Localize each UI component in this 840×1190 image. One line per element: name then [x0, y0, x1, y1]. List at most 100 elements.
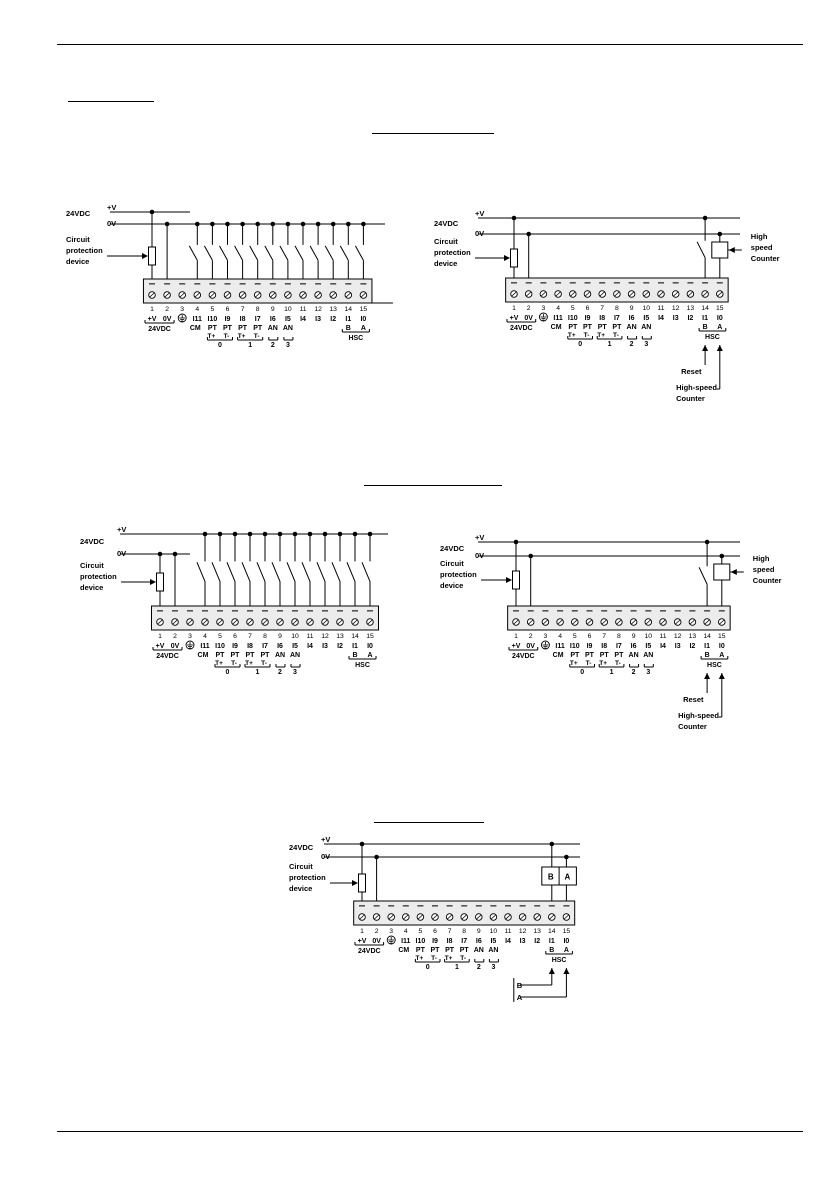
- terminal-label: I6: [476, 938, 482, 945]
- terminal-label: I10: [416, 938, 426, 945]
- supply-label: 24VDC: [512, 653, 535, 660]
- terminal-screw-slot: [555, 291, 561, 297]
- terminal-slot: [209, 283, 216, 285]
- terminal-label: I1: [352, 643, 358, 650]
- pt-label: PT: [246, 652, 256, 659]
- terminal-screw-slot: [240, 292, 246, 298]
- group-number: 0: [426, 964, 430, 971]
- terminal-slot: [571, 610, 578, 612]
- terminal-number: 14: [701, 305, 709, 312]
- pt-label: AN: [290, 652, 300, 659]
- arrow-head: [718, 673, 725, 679]
- terminal-screw-slot: [403, 914, 409, 920]
- terminal-screw-slot: [345, 292, 351, 298]
- group-number: 1: [608, 341, 612, 348]
- terminal-screw-slot: [322, 619, 328, 625]
- pt-label: AN: [627, 324, 637, 331]
- pt-label: PT: [583, 324, 593, 331]
- group-number: 2: [632, 669, 636, 676]
- terminal-label: I0: [719, 643, 725, 650]
- reset-note: Reset: [681, 367, 702, 376]
- zero-v-label: 0V: [475, 551, 484, 560]
- pt-label: AN: [268, 325, 278, 332]
- caption-underline-1: [372, 133, 494, 134]
- terminal-slot: [307, 610, 313, 612]
- pt-label: PT: [231, 652, 241, 659]
- terminal-screw-slot: [157, 619, 163, 625]
- terminal-screw-slot: [601, 619, 607, 625]
- terminal-screw-slot: [447, 914, 453, 920]
- terminal-slot: [490, 905, 497, 907]
- encoder-a-note: A: [517, 993, 523, 1002]
- terminal-number: 2: [375, 928, 379, 935]
- terminal-screw-slot: [631, 619, 637, 625]
- speed-note: speed: [753, 565, 775, 574]
- hsc-a-label: A: [367, 652, 372, 659]
- terminal-slot: [555, 282, 562, 284]
- terminal-label: I10: [208, 316, 218, 323]
- terminal-number: 3: [542, 305, 546, 312]
- terminal-number: 3: [544, 633, 548, 640]
- device-note: device: [289, 884, 312, 893]
- input-switch: [331, 562, 341, 582]
- terminal-screw-slot: [374, 914, 380, 920]
- group-number: 0: [578, 341, 582, 348]
- terminal-number: 8: [462, 928, 466, 935]
- terminal-screw-slot: [629, 291, 635, 297]
- arrow-head: [704, 673, 711, 679]
- terminal-label: 0V: [163, 316, 172, 323]
- caption-underline-2: [364, 485, 502, 486]
- tminus-label: T-: [224, 333, 230, 340]
- terminal-label: 0V: [526, 643, 535, 650]
- terminal-number: 7: [248, 633, 252, 640]
- terminal-label: 0V: [524, 315, 533, 322]
- pt-label: PT: [600, 652, 610, 659]
- terminal-screw-slot: [202, 619, 208, 625]
- terminal-slot: [164, 283, 171, 285]
- terminal-screw-slot: [417, 914, 423, 920]
- hsc-b-label: B: [703, 324, 708, 331]
- terminal-slot: [172, 610, 178, 612]
- input-switch: [234, 245, 244, 261]
- arrow-head: [548, 968, 555, 974]
- terminal-label: I0: [717, 315, 723, 322]
- device-note: device: [440, 581, 463, 590]
- hsc-label: HSC: [707, 662, 722, 669]
- terminal-slot: [373, 905, 380, 907]
- terminal-slot: [615, 610, 622, 612]
- input-switch: [196, 562, 206, 582]
- terminal-label: I8: [447, 938, 453, 945]
- terminal-label: I2: [330, 316, 336, 323]
- terminal-slot: [402, 905, 409, 907]
- terminal-slot: [687, 282, 694, 284]
- terminal-slot: [284, 283, 291, 285]
- terminal-screw-slot: [277, 619, 283, 625]
- group-number: 2: [271, 342, 275, 349]
- terminal-slot: [367, 610, 373, 612]
- pt-label: PT: [216, 652, 226, 659]
- terminal-number: 4: [203, 633, 207, 640]
- terminal-slot: [149, 283, 155, 285]
- arrow-head: [728, 247, 735, 253]
- terminal-label: I3: [315, 316, 321, 323]
- terminal-number: 13: [687, 305, 695, 312]
- terminal-slot: [202, 610, 208, 612]
- high-speed-note: High-speed: [676, 383, 717, 392]
- terminal-slot: [269, 283, 276, 285]
- terminal-slot: [417, 905, 424, 907]
- terminal-label: I1: [549, 938, 555, 945]
- terminal-slot: [519, 905, 526, 907]
- group-number: 2: [477, 964, 481, 971]
- terminal-label: I3: [675, 643, 681, 650]
- terminal-label: I9: [225, 316, 231, 323]
- terminal-label: I4: [658, 315, 664, 322]
- input-switch: [249, 245, 259, 261]
- terminal-screw-slot: [225, 292, 230, 298]
- tminus-label: T-: [231, 660, 237, 667]
- terminal-slot: [224, 283, 231, 285]
- terminal-screw-slot: [689, 619, 695, 625]
- tplus-label: T+: [238, 333, 246, 340]
- terminal-number: 4: [558, 633, 562, 640]
